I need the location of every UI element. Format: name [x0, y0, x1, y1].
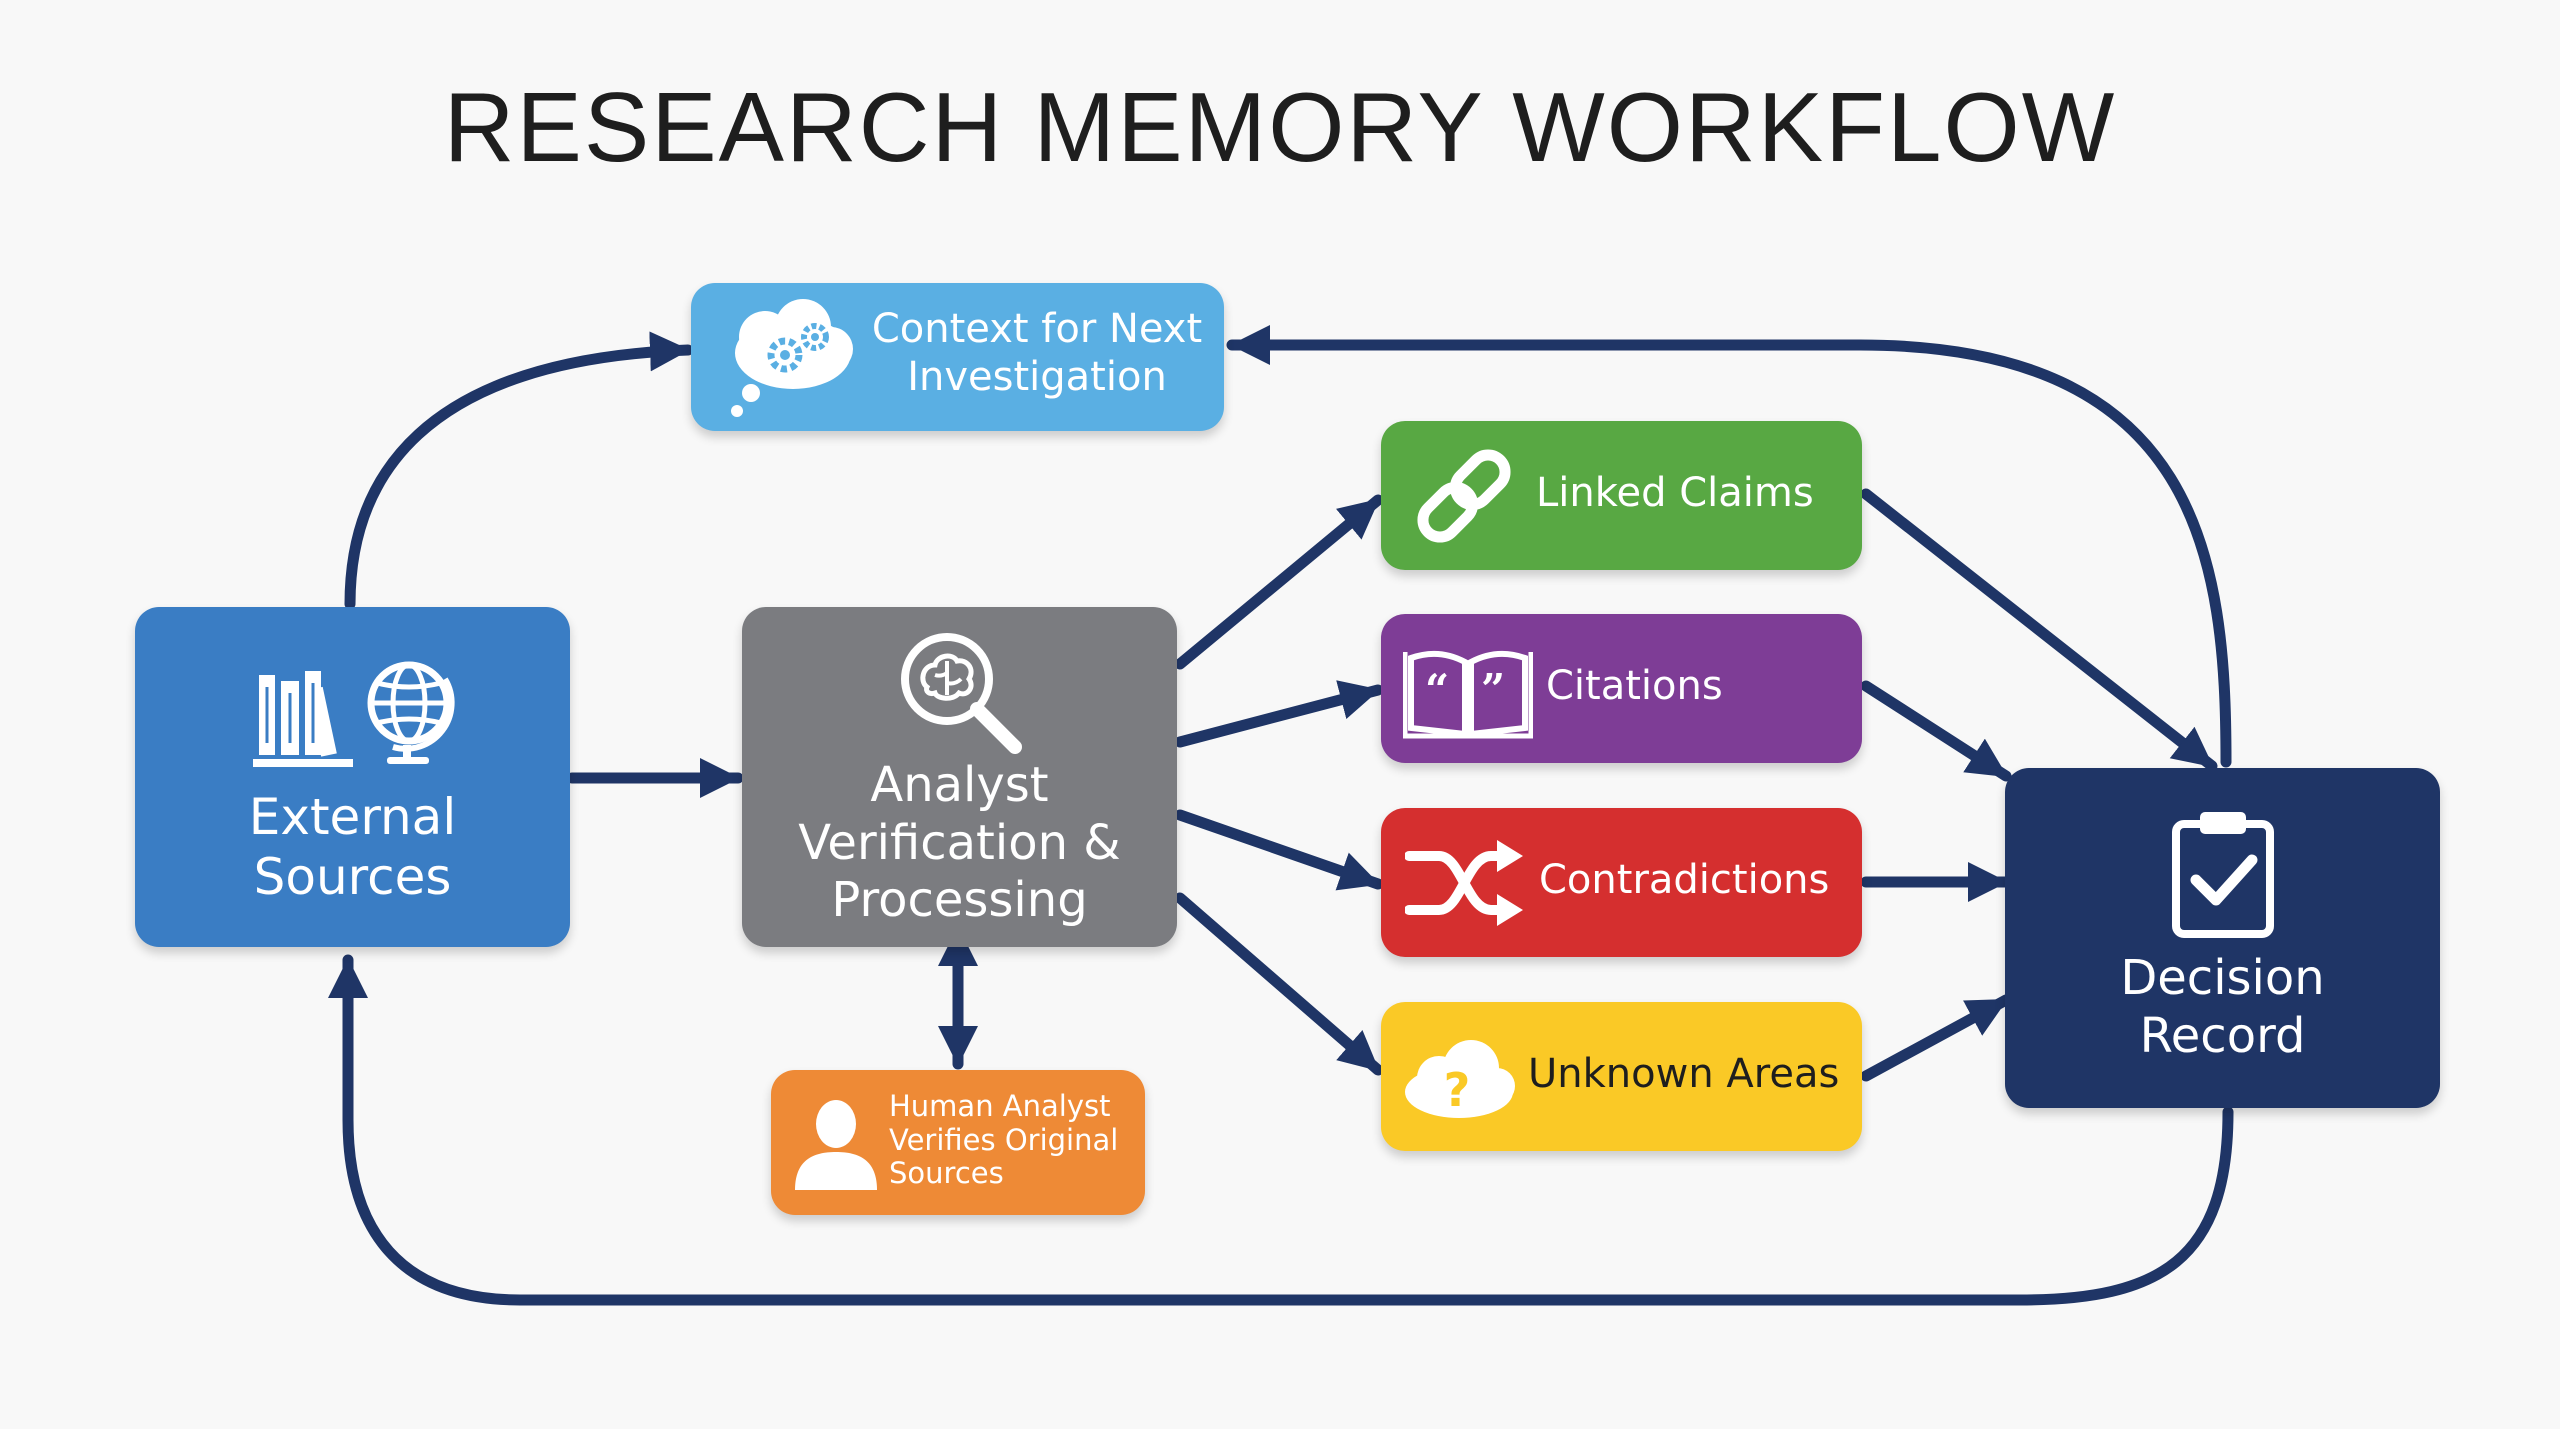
quote-book-icon: “ ”	[1403, 650, 1533, 739]
decision-label-line2: Record	[2139, 1007, 2306, 1064]
arrow-decision-to-context	[1226, 325, 2232, 768]
person-icon	[795, 1100, 877, 1190]
shuffle-arrows-icon	[1405, 840, 1523, 926]
svg-text:”: ”	[1481, 665, 1505, 714]
books-icon	[253, 671, 353, 767]
node-analyst-processing: Analyst Verification & Processing	[742, 607, 1177, 947]
thought-cloud-gears-icon	[731, 299, 853, 417]
clipboard-check-icon	[2172, 812, 2274, 938]
svg-text:?: ?	[1444, 1063, 1471, 1117]
globe-icon	[367, 661, 455, 764]
page-title: RESEARCH MEMORY WORKFLOW	[443, 72, 2117, 182]
context-label-line2: Investigation	[907, 354, 1167, 400]
node-human-analyst: Human Analyst Verifies Original Sources	[771, 1070, 1145, 1215]
svg-text:“: “	[1425, 665, 1449, 714]
chain-link-icon	[1417, 449, 1511, 543]
arrow-analyst-to-contradictions	[1174, 809, 1384, 891]
node-external-sources: External Sources	[135, 607, 570, 947]
analyst-label-line1: Analyst	[870, 757, 1049, 813]
external-label-line2: Sources	[253, 848, 452, 906]
arrow-analyst-to-linked	[1174, 494, 1384, 670]
arrow-linked-to-decision	[1860, 488, 2218, 772]
arrow-unknown-to-decision	[1860, 994, 2012, 1082]
analyst-label-line2: Verification &	[798, 814, 1121, 871]
arrow-external-to-context	[344, 331, 694, 610]
node-linked-claims: Linked Claims	[1381, 421, 1862, 570]
node-citations: “ ” Citations	[1381, 614, 1862, 763]
human-label-line2: Verifies Original	[889, 1122, 1119, 1157]
decision-label-line1: Decision	[2120, 950, 2325, 1006]
context-label-line1: Context for Next	[871, 306, 1203, 352]
contradictions-label: Contradictions	[1539, 857, 1830, 903]
node-unknown-areas: ? Unknown Areas	[1381, 1002, 1862, 1151]
arrow-analyst-to-unknown	[1174, 892, 1384, 1076]
arrow-citations-to-decision	[1860, 680, 2012, 782]
arrow-analyst-to-citations	[1174, 680, 1384, 748]
node-context: Context for Next Investigation	[691, 283, 1224, 431]
external-label-line1: External	[248, 788, 457, 846]
unknown-areas-label: Unknown Areas	[1528, 1051, 1840, 1097]
node-contradictions: Contradictions	[1381, 808, 1862, 957]
brain-magnifier-icon	[901, 633, 1022, 754]
analyst-label-line3: Processing	[831, 872, 1088, 929]
citations-label: Citations	[1546, 663, 1723, 709]
question-cloud-icon: ?	[1405, 1040, 1515, 1118]
arrow-decision-to-external	[328, 954, 2234, 1306]
linked-claims-label: Linked Claims	[1536, 470, 1814, 516]
human-label-line3: Sources	[889, 1156, 1004, 1191]
human-label-line1: Human Analyst	[889, 1089, 1111, 1123]
node-decision-record: Decision Record	[2005, 768, 2440, 1108]
